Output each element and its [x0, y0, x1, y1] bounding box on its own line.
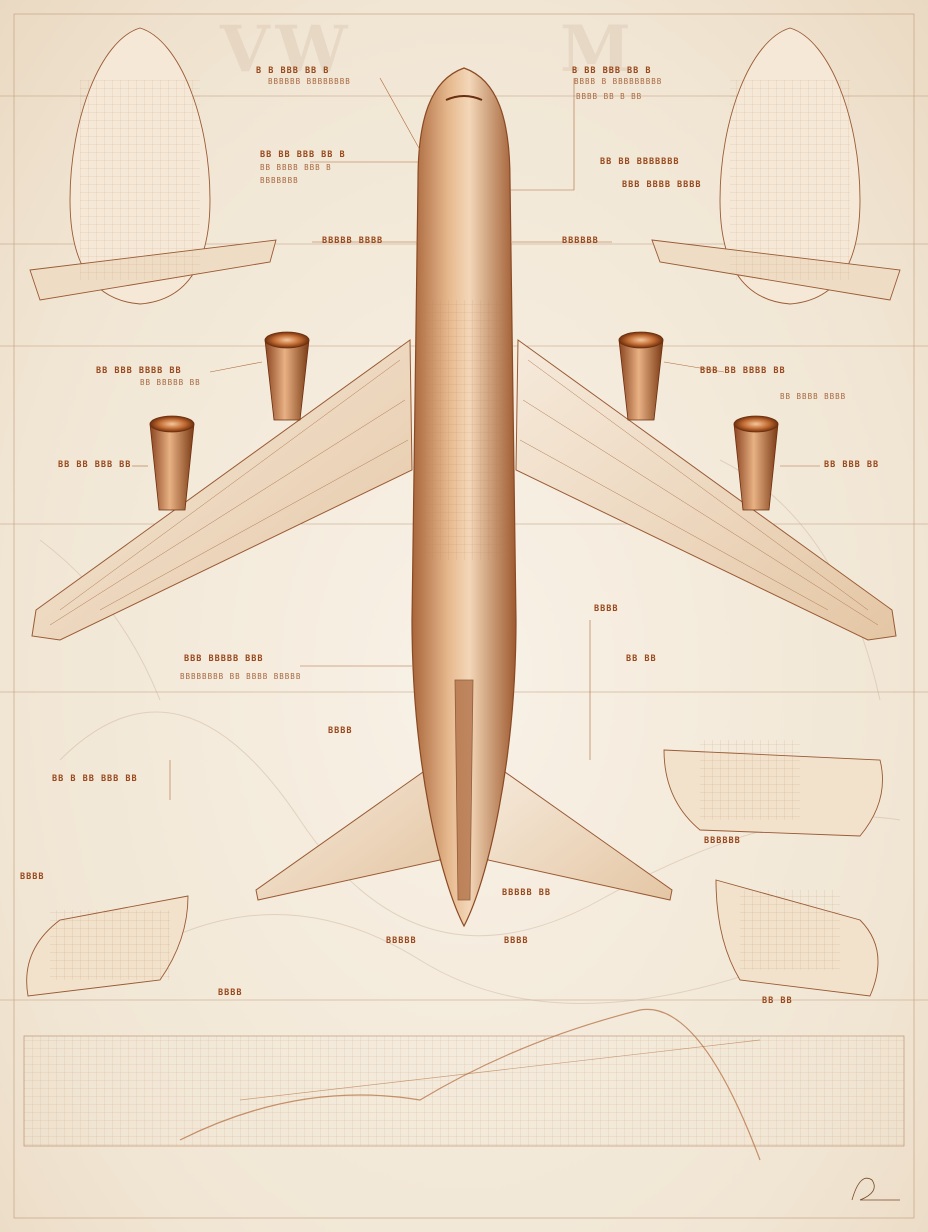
label-small-side-left: BBBB: [20, 872, 45, 882]
label-spec-left-title: BB B BB BBB BB: [52, 774, 138, 784]
label-spec-right-title: BB BB: [626, 654, 657, 664]
label-mid-left-1: BB BB BBB BB B: [260, 150, 346, 160]
label-bottom-3: BBBB: [504, 936, 529, 946]
label-wing-left: BB BB BBB BB: [58, 460, 132, 470]
profile-grid-panel: [23, 1008, 905, 1161]
leader-lines: [132, 77, 820, 800]
ghost-title-right: M: [560, 12, 637, 87]
label-engine-right-2: BB BBBB BBBB: [780, 392, 847, 401]
main-wings: [31, 339, 897, 641]
label-tail-left-box: BBBB: [328, 726, 353, 736]
label-top-right-3: BBBB BB B BB: [576, 92, 643, 101]
ghost-title-left: VW: [220, 12, 354, 87]
side-view-right-top: [663, 740, 883, 837]
side-view-right-bottom: [715, 879, 879, 997]
label-tail-left: BBB BBBBB BBB: [184, 654, 264, 664]
nose-view-right: [651, 27, 901, 305]
label-center-left: BBBBB BBBB: [322, 236, 384, 246]
label-top-right-1: B BB BBB BB B: [572, 66, 652, 76]
label-engine-right-1: BBB BB BBBB BB: [700, 366, 786, 376]
label-small-side-right: BBBBBB: [704, 836, 741, 846]
engines: [149, 331, 779, 511]
label-wing-right: BB BBB BB: [824, 460, 880, 470]
tail-wings: [255, 759, 673, 901]
label-mid-left-2: BB BBBB BBB B: [260, 163, 332, 172]
label-bottom-2: BBBBB: [386, 936, 417, 946]
label-top-right-2: BBBB B BBBBBBBBB: [574, 77, 663, 86]
label-center-right: BBBBBB: [562, 236, 599, 246]
label-bottom-1: BBBB: [594, 604, 619, 614]
label-tail-left-sub: BBBBBBBB BB BBBB BBBBB: [180, 672, 302, 681]
signature: [851, 1177, 900, 1201]
nose-view-left: [29, 27, 277, 305]
label-mid-right-1: BB BB BBBBBBB: [600, 157, 680, 167]
label-bottom-6: BBBBB BB: [502, 888, 551, 898]
label-engine-left-2: BB BBBBB BB: [140, 378, 201, 387]
label-mid-left-3: BBBBBBB: [260, 176, 299, 185]
fuselage: [411, 67, 517, 928]
label-top-left-2: BBBBBB BBBBBBBB: [268, 77, 351, 86]
label-mid-right-2: BBB BBBB BBBB: [622, 180, 702, 190]
label-top-left-1: B B BBB BB B: [256, 66, 330, 76]
label-engine-left-1: BB BBB BBBB BB: [96, 366, 182, 376]
side-view-left: [26, 895, 189, 997]
label-bottom-5: BB BB: [762, 996, 793, 1006]
label-bottom-4: BBBB: [218, 988, 243, 998]
